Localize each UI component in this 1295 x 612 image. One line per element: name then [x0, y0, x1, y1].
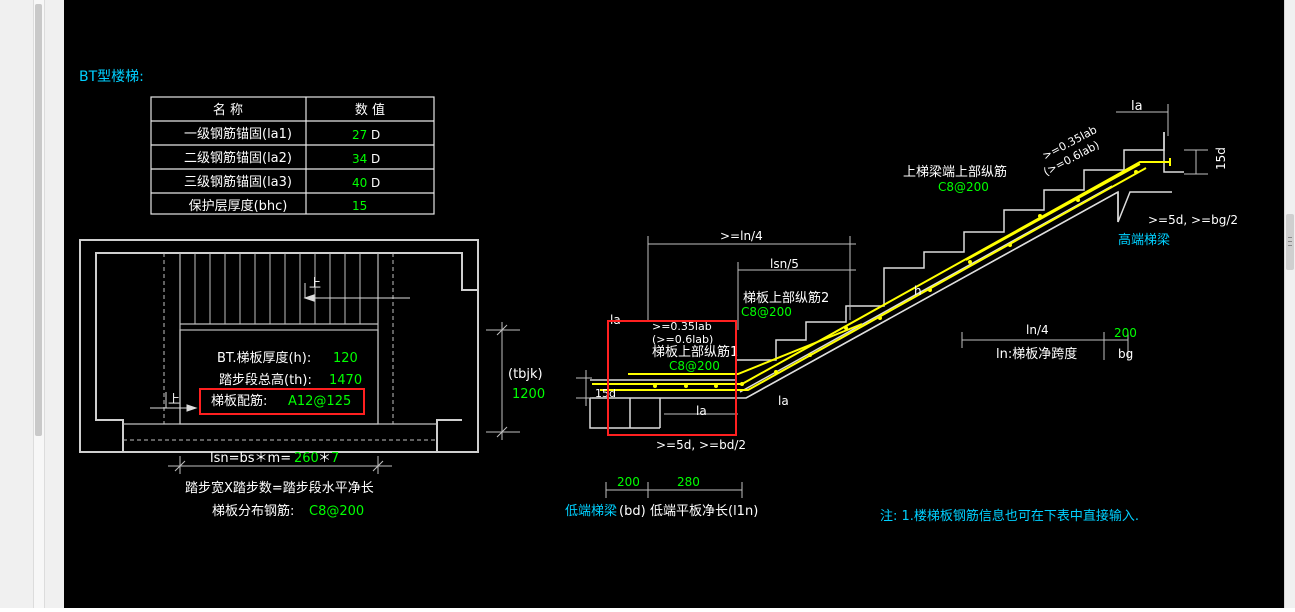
low-note: >=5d, >=bd/2 [656, 438, 746, 452]
lsn-dimension [168, 456, 392, 474]
tbjk-value[interactable]: 1200 [512, 387, 545, 402]
top-bar-value[interactable]: C8@200 [938, 180, 989, 194]
lsn-value-a[interactable]: 260 [294, 451, 319, 466]
table-row-unit: D [371, 152, 380, 166]
table-row-value[interactable]: 15 [352, 199, 367, 213]
stair-drawing: BT型楼梯: 名 称 数 值 一级钢筋锚固(la1) 27 D 二级钢筋锚固(l… [79, 69, 1238, 524]
width-desc: 踏步宽X踏步数=踏步段水平净长 [185, 480, 374, 496]
bg-value[interactable]: 200 [1114, 326, 1137, 340]
ratio-left-2: (>=0.6lab) [652, 333, 713, 346]
thickness-label: BT.梯板厚度(h): [217, 350, 311, 366]
dist-label: 梯板分布钢筋: [212, 503, 294, 519]
left-panel [0, 0, 64, 608]
right-scrollbar[interactable] [1284, 0, 1295, 608]
table-header-value: 数 值 [355, 102, 385, 118]
footnote: 注: 1.楼梯板钢筋信息也可在下表中直接输入. [880, 508, 1139, 524]
rebar-value[interactable]: A12@125 [288, 394, 351, 409]
low-plate-label: 低端平板净长(l1n) [650, 504, 758, 519]
top-bar-label: 上梯梁端上部纵筋 [903, 164, 1007, 180]
thickness-value[interactable]: 120 [333, 351, 358, 366]
rebar-dots [653, 170, 1138, 388]
dim-15d-left: 15d [595, 387, 616, 400]
la-bottom-label: la [696, 404, 707, 418]
bd-label: (bd) [619, 504, 646, 519]
rebar-lines [592, 158, 1171, 391]
section-dimensions [576, 104, 1208, 498]
lsn5-label: lsn/5 [770, 257, 799, 271]
la-slope-label: la [778, 394, 789, 408]
scroll-grip-icon [1288, 237, 1292, 238]
rebar-highlight-box [199, 388, 365, 415]
plan-treads [194, 253, 361, 324]
bar2-label: 梯板上部纵筋2 [743, 290, 829, 306]
lsn-label: lsn=bs＊m= [210, 451, 291, 466]
high-beam-label: 高端梯梁 [1118, 232, 1170, 248]
high-beam-note: >=5d, >=bg/2 [1148, 213, 1238, 227]
stair-section-outline [589, 132, 1184, 429]
bar1-value[interactable]: C8@200 [669, 359, 720, 373]
table-row-name: 三级钢筋锚固(la3) [184, 174, 292, 190]
scroll-grip-icon [1288, 241, 1292, 242]
height-value[interactable]: 1470 [329, 373, 362, 388]
height-label: 踏步段总高(th): [219, 372, 312, 388]
tbjk-label: (tbjk) [508, 367, 543, 382]
up-arrow-icon [150, 392, 198, 412]
table-row-name: 一级钢筋锚固(la1) [184, 126, 292, 142]
la-top-label: la [1131, 99, 1143, 114]
ln4-right-label: ln/4 [1026, 323, 1049, 337]
bg-label: bg [1118, 347, 1133, 361]
low-beam-label: 低端梯梁 [565, 504, 617, 519]
dist-value[interactable]: C8@200 [309, 504, 364, 519]
dim-200[interactable]: 200 [617, 475, 640, 489]
scroll-grip-icon [1288, 245, 1292, 246]
cad-canvas: BT型楼梯: 名 称 数 值 一级钢筋锚固(la1) 27 D 二级钢筋锚固(l… [64, 0, 1284, 608]
table-row-value[interactable]: 34 [352, 152, 367, 166]
bar1-label: 梯板上部纵筋1 [652, 344, 738, 360]
h-label: h [914, 284, 922, 298]
low-end-highlight-box [607, 320, 737, 436]
table-row-name: 二级钢筋锚固(la2) [184, 150, 292, 166]
up-label: 上 [168, 392, 180, 406]
lsn-value-b[interactable]: 7 [331, 451, 339, 466]
table-header-name: 名 称 [213, 102, 243, 118]
slab-bottom-line [739, 185, 1113, 393]
ln-label: ln:梯板净跨度 [996, 346, 1077, 362]
table-row-unit: D [371, 176, 380, 190]
stair-plan-view [79, 239, 479, 453]
rebar-label: 梯板配筋: [211, 393, 267, 409]
dim-280[interactable]: 280 [677, 475, 700, 489]
table-row-value[interactable]: 27 [352, 128, 367, 142]
ln4-top-label: >=ln/4 [720, 229, 763, 243]
up-label: 上 [309, 276, 321, 290]
table-row-name: 保护层厚度(bhc) [189, 198, 288, 214]
bar2-value[interactable]: C8@200 [741, 305, 792, 319]
dim-15d-top: 15d [1214, 147, 1228, 170]
left-scrollbar-thumb[interactable] [35, 4, 42, 436]
param-table [150, 96, 435, 215]
tbjk-dimension [486, 322, 520, 440]
lsn-star: ＊ [318, 451, 331, 466]
ratio-left-1: >=0.35lab [652, 320, 712, 333]
up-arrow-icon [303, 283, 410, 302]
table-row-value[interactable]: 40 [352, 176, 367, 190]
right-scrollbar-thumb[interactable] [1286, 214, 1294, 270]
drawing-title: BT型楼梯: [79, 69, 144, 85]
table-row-unit: D [371, 128, 380, 142]
